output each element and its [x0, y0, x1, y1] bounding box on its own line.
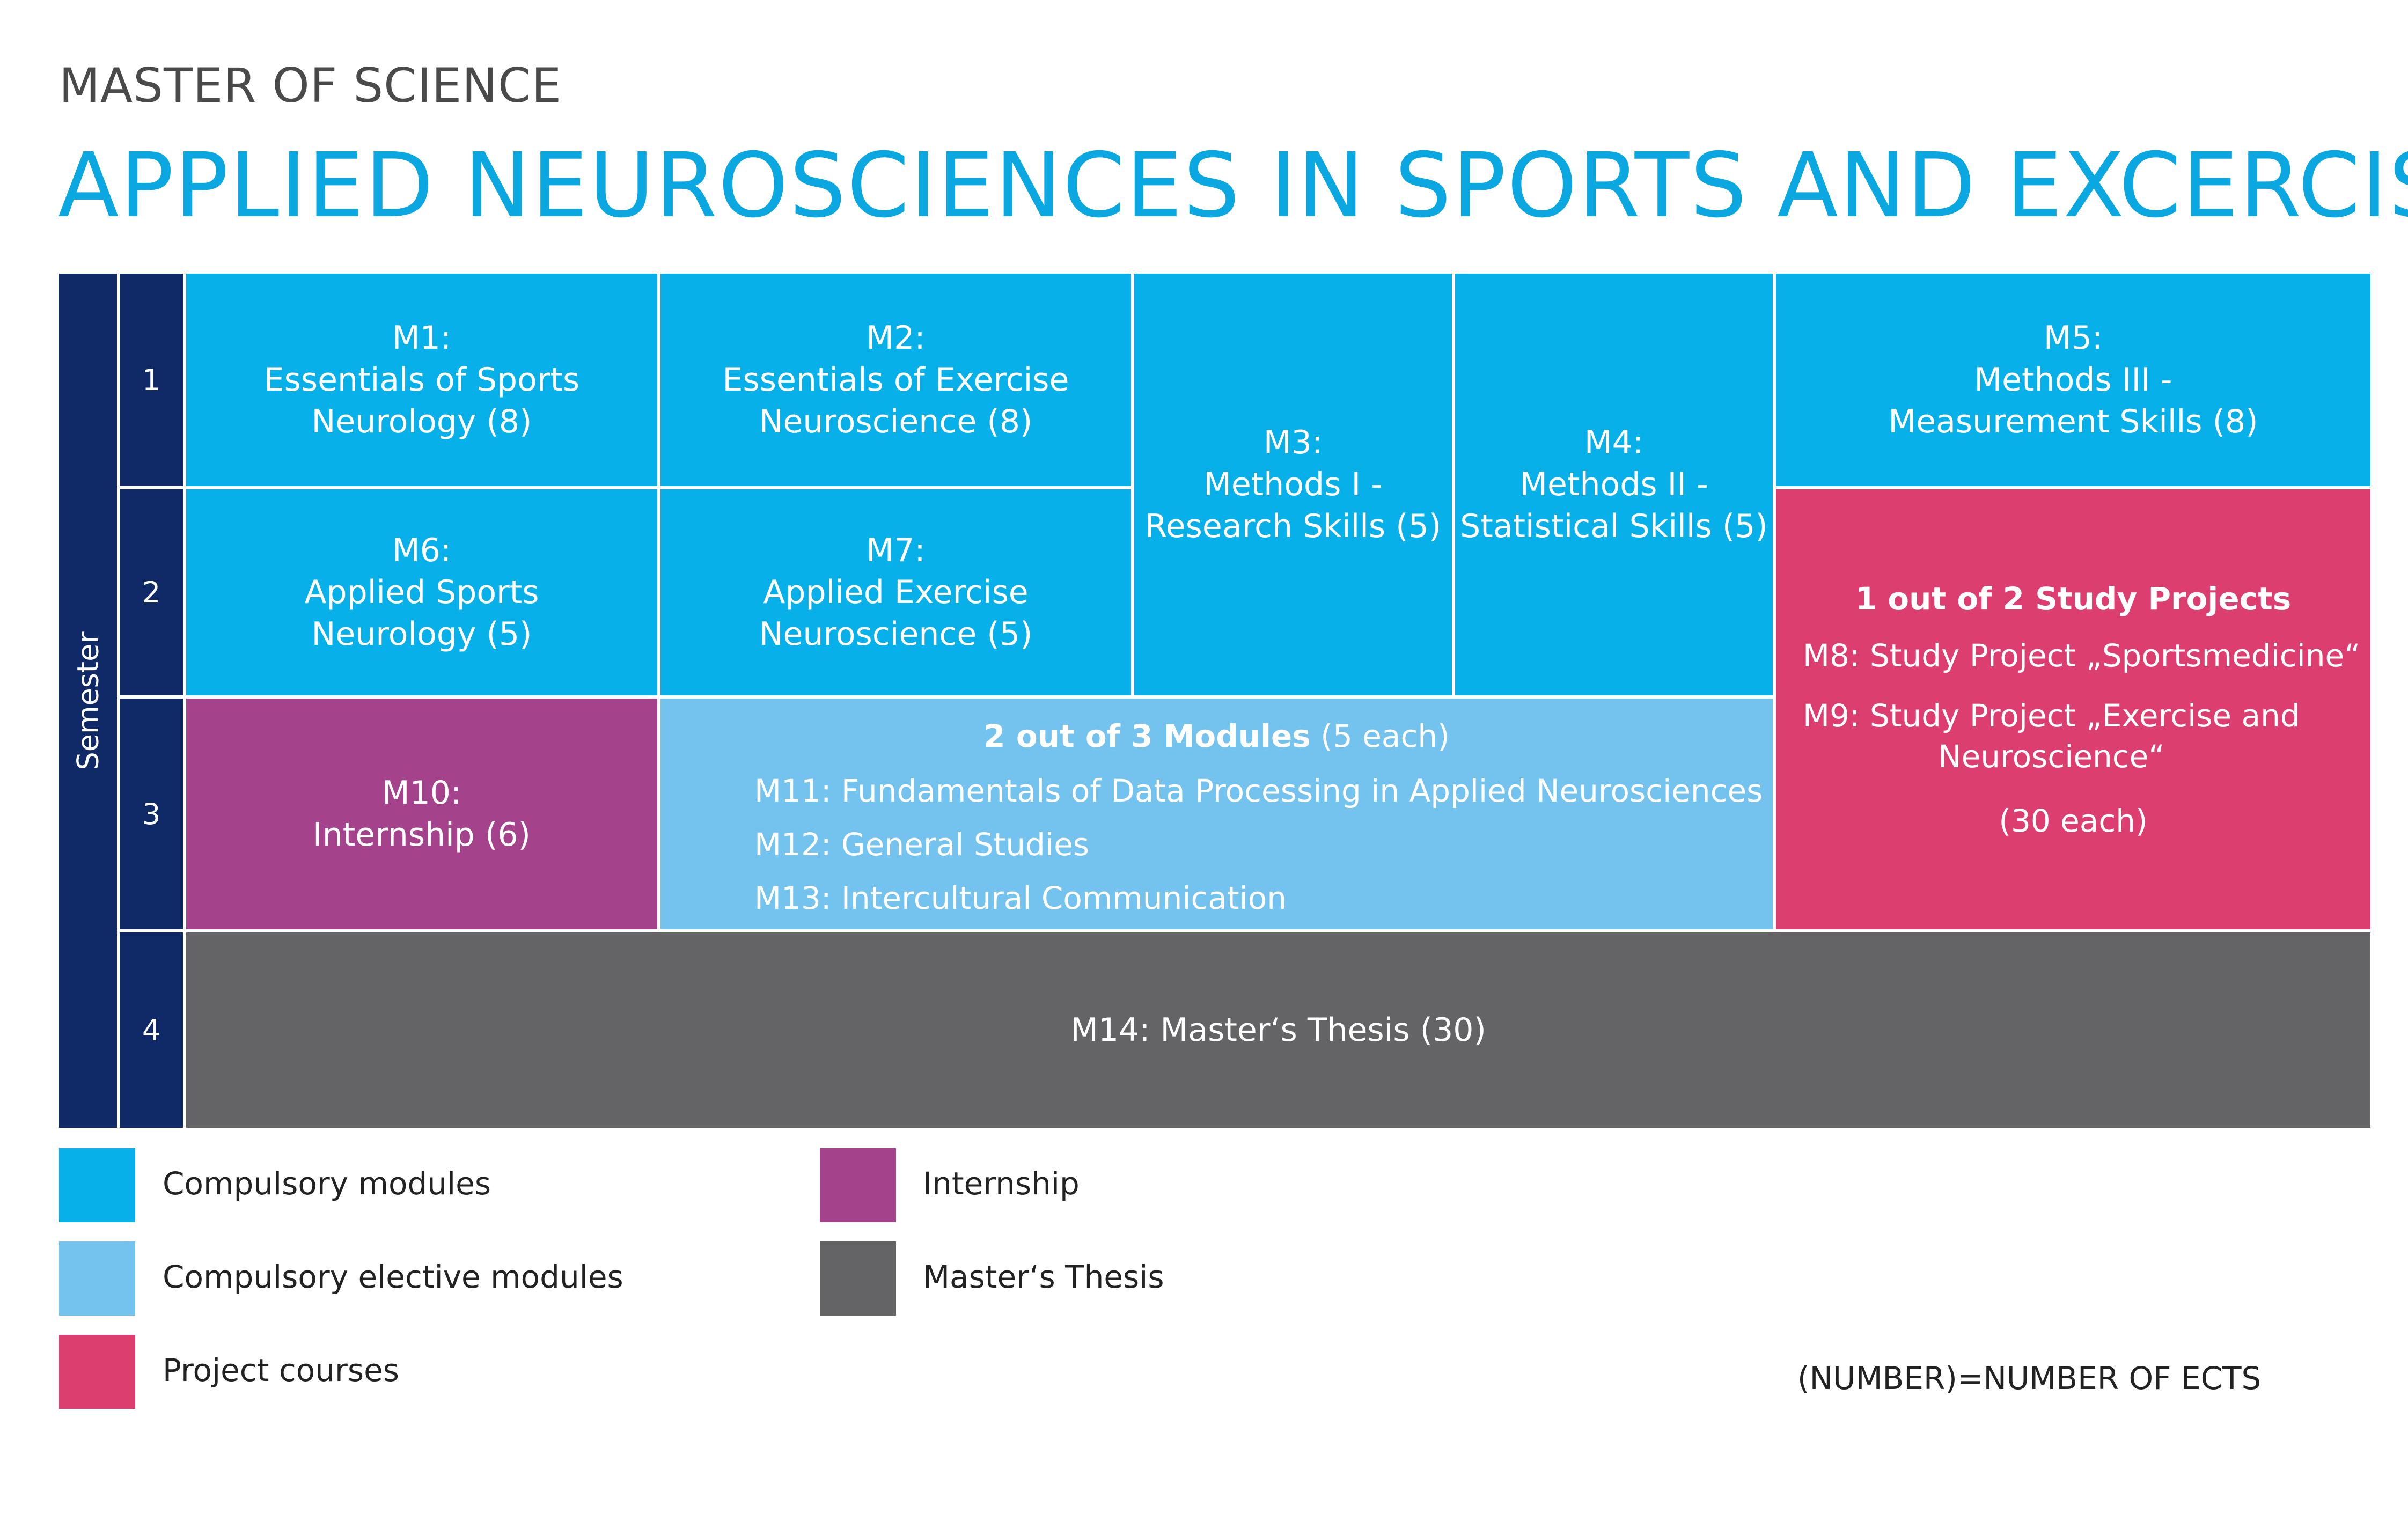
module-m6: M6: Applied Sports Neurology (5)	[186, 489, 657, 695]
legend-label-thesis: Master‘s Thesis	[923, 1259, 1164, 1295]
module-label: M14: Master‘s Thesis (30)	[1070, 1011, 1486, 1049]
elective-item-m13: M13: Intercultural Communication	[754, 880, 1287, 916]
semester-row-3: 3	[120, 699, 183, 929]
legend-label-compulsory: Compulsory modules	[163, 1165, 491, 1202]
module-m14: M14: Master‘s Thesis (30)	[186, 932, 2370, 1128]
legend-label-project: Project courses	[163, 1352, 399, 1388]
semester-row-4: 4	[120, 932, 183, 1128]
semester-number: 4	[142, 1013, 161, 1047]
project-item-m8: M8: Study Project „Sportsmedicine“	[1803, 637, 2361, 674]
semester-number: 2	[142, 575, 161, 609]
module-label: M3: Methods I - Research Skills (5)	[1144, 424, 1442, 545]
semester-label: Semester	[71, 631, 105, 770]
legend-swatch-internship	[820, 1148, 896, 1222]
ects-note: (NUMBER)=NUMBER OF ECTS	[1797, 1360, 2262, 1397]
legend-swatch-project	[59, 1335, 135, 1409]
semester-number: 1	[142, 363, 161, 397]
semester-number: 3	[142, 797, 161, 831]
study-projects: 1 out of 2 Study Projects M8: Study Proj…	[1776, 489, 2370, 929]
module-label: M6: Applied Sports Neurology (5)	[304, 532, 539, 653]
legend-swatch-thesis	[820, 1241, 896, 1316]
legend-swatch-compulsory	[59, 1148, 135, 1222]
module-label: M4: Methods II - Statistical Skills (5)	[1460, 424, 1768, 545]
module-m1: M1: Essentials of Sports Neurology (8)	[186, 274, 657, 486]
module-m5: M5: Methods III - Measurement Skills (8)	[1776, 274, 2370, 486]
elective-item-m12: M12: General Studies	[754, 826, 1089, 863]
module-label: M7: Applied Exercise Neuroscience (5)	[759, 532, 1033, 653]
module-m3: M3: Methods I - Research Skills (5)	[1134, 274, 1452, 695]
project-item-m9: M9: Study Project „Exercise and Neurosci…	[1803, 697, 2300, 775]
legend-swatch-elective	[59, 1241, 135, 1316]
module-label: M10: Internship (6)	[313, 774, 531, 854]
semester-row-2: 2	[120, 489, 183, 695]
electives-heading-rest: (5 each)	[1310, 718, 1450, 754]
projects-heading: 1 out of 2 Study Projects	[1855, 581, 2292, 617]
electives-heading: 2 out of 3 Modules (5 each)	[660, 718, 1773, 754]
elective-modules: 2 out of 3 Modules (5 each) M11: Fundame…	[660, 699, 1773, 929]
degree-subtitle: MASTER OF SCIENCE	[59, 58, 562, 113]
semester-axis: Semester	[59, 274, 117, 1128]
legend-label-internship: Internship	[923, 1165, 1080, 1202]
module-label: M2: Essentials of Exercise Neuroscience …	[722, 319, 1069, 440]
projects-footer: (30 each)	[1999, 803, 2148, 839]
program-title: APPLIED NEUROSCIENCES IN SPORTS AND EXCE…	[58, 134, 2408, 238]
module-m7: M7: Applied Exercise Neuroscience (5)	[660, 489, 1131, 695]
electives-heading-bold: 2 out of 3 Modules	[983, 718, 1311, 754]
module-label: M1: Essentials of Sports Neurology (8)	[263, 319, 580, 440]
module-label: M5: Methods III - Measurement Skills (8)	[1888, 319, 2258, 440]
semester-row-1: 1	[120, 274, 183, 486]
module-m4: M4: Methods II - Statistical Skills (5)	[1455, 274, 1773, 695]
module-m2: M2: Essentials of Exercise Neuroscience …	[660, 274, 1131, 486]
module-m10: M10: Internship (6)	[186, 699, 657, 929]
elective-item-m11: M11: Fundamentals of Data Processing in …	[754, 773, 1763, 809]
legend-label-elective: Compulsory elective modules	[163, 1259, 623, 1295]
